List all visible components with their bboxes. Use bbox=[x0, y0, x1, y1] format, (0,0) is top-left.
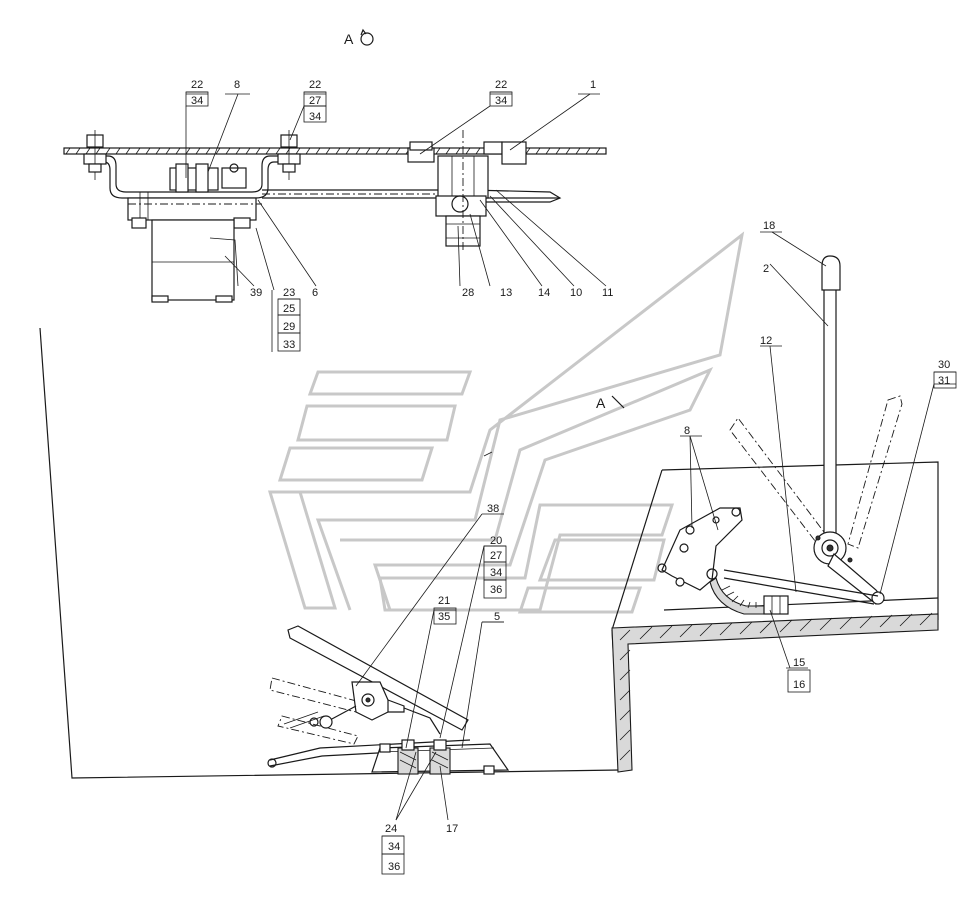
callout-11: 11 bbox=[602, 287, 613, 299]
callout-8: 8 bbox=[234, 79, 240, 91]
callout-frames bbox=[185, 91, 957, 875]
lever-knob bbox=[821, 255, 841, 291]
view-mark-circle bbox=[360, 32, 374, 46]
fastener-left bbox=[397, 747, 419, 775]
callout-30: 30 bbox=[938, 359, 950, 371]
top-view-assembly bbox=[63, 130, 607, 303]
callout-25: 25 bbox=[283, 303, 295, 315]
callout-24: 24 bbox=[385, 823, 397, 835]
callout-1: 1 bbox=[590, 79, 596, 91]
cabin-outline bbox=[39, 327, 939, 779]
callout-34: 34 bbox=[490, 567, 502, 579]
bell-crank bbox=[661, 507, 743, 591]
section-mark-letter: A bbox=[596, 395, 606, 411]
pedal-plate bbox=[287, 625, 469, 731]
bolt-middle bbox=[277, 130, 301, 180]
callout-34: 34 bbox=[495, 95, 507, 107]
callout-34: 34 bbox=[191, 95, 203, 107]
callout-29: 29 bbox=[283, 321, 295, 333]
flex-cable bbox=[709, 577, 771, 615]
callout-17: 17 bbox=[446, 823, 458, 835]
motor-housing bbox=[151, 219, 235, 301]
callout-33: 33 bbox=[283, 339, 295, 351]
callout-20: 20 bbox=[490, 535, 502, 547]
callout-34: 34 bbox=[309, 111, 321, 123]
callout-28: 28 bbox=[462, 287, 474, 299]
callout-27: 27 bbox=[309, 95, 321, 107]
view-mark: A bbox=[344, 28, 374, 47]
callout-23: 23 bbox=[283, 287, 295, 299]
top-leaders bbox=[185, 93, 607, 352]
callout-5: 5 bbox=[494, 611, 500, 623]
callout-15: 15 bbox=[793, 657, 805, 669]
callout-22: 22 bbox=[191, 79, 203, 91]
view-mark-arrow bbox=[360, 28, 367, 36]
callout-14: 14 bbox=[538, 287, 550, 299]
callout-31: 31 bbox=[938, 375, 950, 387]
callout-6: 6 bbox=[312, 287, 318, 299]
bottom-leaders bbox=[355, 513, 506, 821]
view-mark-letter: A bbox=[344, 31, 354, 47]
callout-36: 36 bbox=[490, 584, 502, 596]
callout-36: 36 bbox=[388, 861, 400, 873]
bolt-left bbox=[83, 130, 107, 180]
callout-21: 21 bbox=[438, 595, 450, 607]
callout-2: 2 bbox=[763, 263, 769, 275]
callout-27: 27 bbox=[490, 550, 502, 562]
callout-38: 38 bbox=[487, 503, 499, 515]
callout-18: 18 bbox=[763, 220, 775, 232]
fastener-right bbox=[429, 747, 451, 775]
callout-16: 16 bbox=[793, 679, 805, 691]
callout-35: 35 bbox=[438, 611, 450, 623]
callout-22: 22 bbox=[309, 79, 321, 91]
callout-10: 10 bbox=[570, 287, 582, 299]
callout-labels: 22 34 8 22 27 34 22 34 1 39 23 25 29 33 … bbox=[191, 79, 950, 873]
callout-39: 39 bbox=[250, 287, 262, 299]
callout-12: 12 bbox=[760, 335, 772, 347]
hand-lever-assembly bbox=[657, 255, 903, 615]
callout-34: 34 bbox=[388, 841, 400, 853]
callout-22: 22 bbox=[495, 79, 507, 91]
watermark-logo bbox=[267, 231, 745, 614]
section-mark: A bbox=[483, 395, 625, 457]
right-leaders bbox=[680, 231, 956, 669]
callout-13: 13 bbox=[500, 287, 512, 299]
callout-8: 8 bbox=[684, 425, 690, 437]
pedal-assembly bbox=[267, 625, 510, 775]
lever-rod bbox=[823, 281, 837, 545]
